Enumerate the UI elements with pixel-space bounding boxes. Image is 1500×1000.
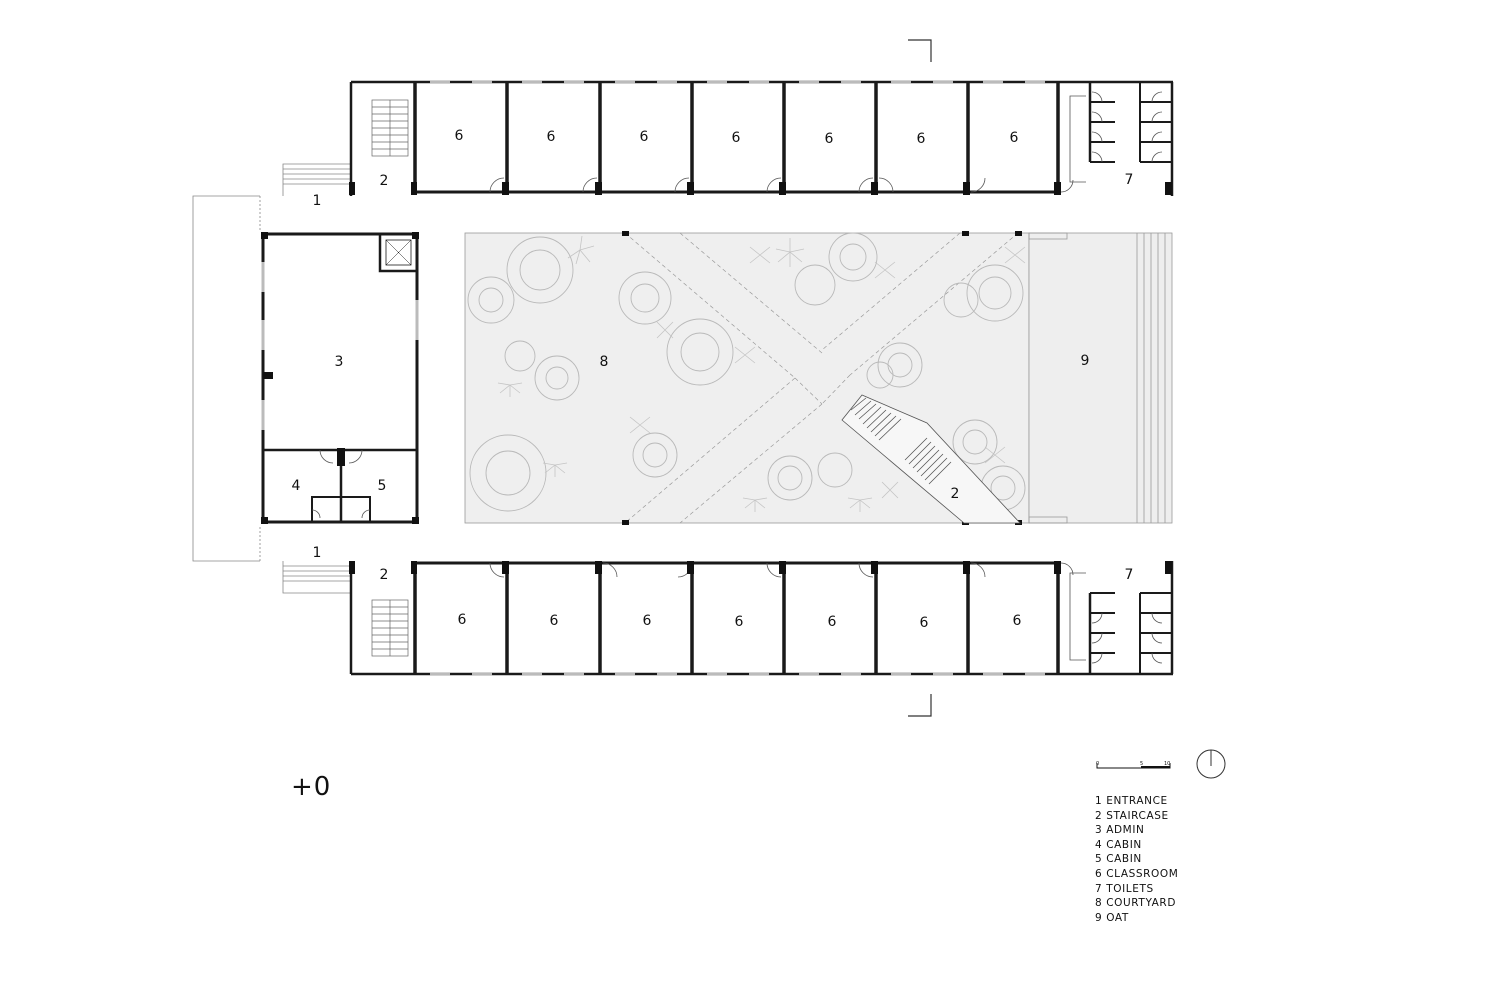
label-oat: 9 xyxy=(1081,353,1090,369)
label-cabin-4: 4 xyxy=(292,478,301,494)
north-arrow-icon xyxy=(1196,749,1226,779)
legend-item-toilets: 7 TOILETS xyxy=(1095,882,1154,895)
legend-item-oat: 9 OAT xyxy=(1095,911,1129,924)
legend-item-cabin-5: 5 CABIN xyxy=(1095,853,1142,866)
top-block xyxy=(349,80,1174,196)
label-classroom-top-1: 6 xyxy=(455,128,464,144)
label-staircase-courtyard: 2 xyxy=(951,486,960,502)
section-marker-top xyxy=(908,39,932,62)
label-entrance-bottom: 1 xyxy=(313,545,322,561)
scale-bar: 0 5 10 xyxy=(1096,761,1171,769)
legend-item-entrance: 1 ENTRANCE xyxy=(1095,795,1168,807)
label-classroom-top-6: 6 xyxy=(917,131,926,147)
legend-item-cabin-4: 4 CABIN xyxy=(1095,838,1142,851)
legend-item-classroom: 6 CLASSROOM xyxy=(1095,867,1179,880)
legend-item-staircase: 2 STAIRCASE xyxy=(1095,809,1169,822)
scale-tick-5: 5 xyxy=(1140,761,1143,767)
label-toilets-top: 7 xyxy=(1125,172,1134,188)
label-entrance-top: 1 xyxy=(313,193,322,209)
oat-area xyxy=(1028,232,1173,524)
scale-tick-0: 0 xyxy=(1096,761,1099,767)
label-courtyard: 8 xyxy=(600,354,609,370)
label-classroom-top-7: 6 xyxy=(1010,130,1019,146)
scale-tick-10: 10 xyxy=(1164,761,1170,767)
entrance-area xyxy=(192,163,352,594)
label-classroom-bottom-2: 6 xyxy=(550,613,559,629)
label-toilets-bottom: 7 xyxy=(1125,567,1134,583)
label-classroom-top-2: 6 xyxy=(547,129,556,145)
room-labels: 1 1 2 2 2 3 4 5 8 9 7 7 6 6 6 6 6 6 6 6 … xyxy=(292,128,1134,631)
admin-block xyxy=(261,232,419,524)
label-admin: 3 xyxy=(335,354,344,370)
legend: 1 ENTRANCE 2 STAIRCASE 3 ADMIN 4 CABIN 5… xyxy=(1095,794,1178,925)
label-staircase-top: 2 xyxy=(380,173,389,189)
label-classroom-bottom-6: 6 xyxy=(920,615,929,631)
label-classroom-top-3: 6 xyxy=(640,129,649,145)
legend-item-courtyard: 8 COURTYARD xyxy=(1095,897,1177,910)
level-label: +0 xyxy=(291,772,332,802)
courtyard-staircase xyxy=(841,394,1021,524)
bottom-block xyxy=(349,561,1174,676)
label-classroom-bottom-5: 6 xyxy=(828,614,837,630)
label-classroom-top-5: 6 xyxy=(825,131,834,147)
legend-item-admin: 3 ADMIN xyxy=(1095,824,1145,837)
label-staircase-bottom: 2 xyxy=(380,567,389,583)
label-classroom-top-4: 6 xyxy=(732,130,741,146)
label-classroom-bottom-3: 6 xyxy=(643,613,652,629)
label-classroom-bottom-7: 6 xyxy=(1013,613,1022,629)
label-cabin-5: 5 xyxy=(378,478,387,494)
section-marker-bottom xyxy=(908,694,932,717)
label-classroom-bottom-4: 6 xyxy=(735,614,744,630)
label-classroom-bottom-1: 6 xyxy=(458,612,467,628)
